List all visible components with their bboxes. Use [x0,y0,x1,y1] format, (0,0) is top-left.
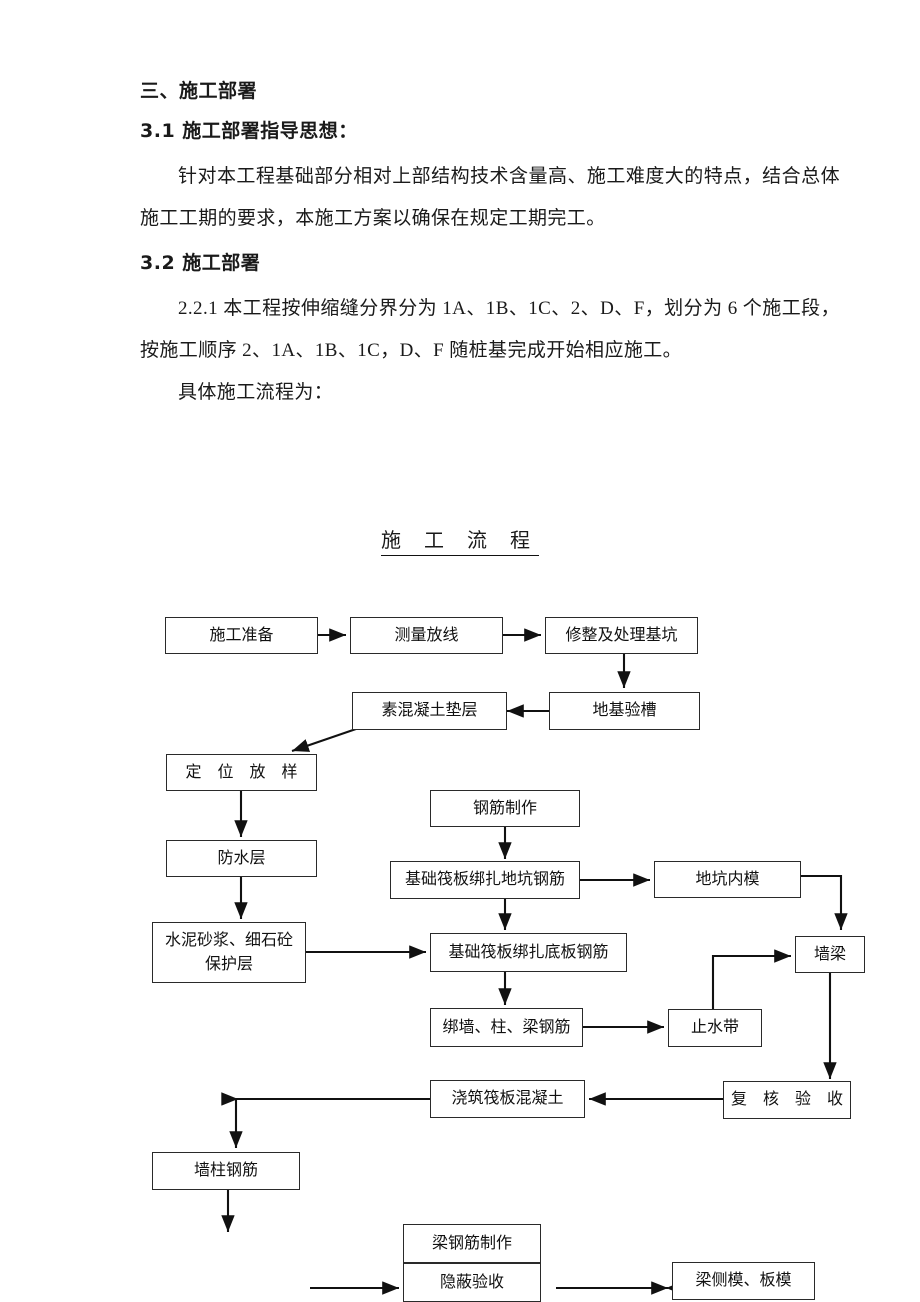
flow-node-construction-prep[interactable]: 施工准备 [165,617,318,654]
flow-node-mortar-protection-layer[interactable]: 水泥砂浆、细石砼 保护层 [152,922,306,983]
paragraph-1: 针对本工程基础部分相对上部结构技术含量高、施工难度大的特点，结合总体施工工期的要… [140,166,840,229]
flow-node-rebar-fabrication[interactable]: 钢筋制作 [430,790,580,827]
paragraph-2: 2.2.1 本工程按伸缩缝分界分为 1A、1B、1C、2、D、F，划分为 6 个… [140,298,840,361]
flow-node-positioning-setout[interactable]: 定 位 放 样 [166,754,317,791]
mortar-line-1: 水泥砂浆、细石砼 [164,931,293,949]
flow-node-waterstop[interactable]: 止水带 [668,1009,762,1047]
flow-node-foundation-inspection[interactable]: 地基验槽 [549,692,700,730]
flow-node-pour-raft-concrete[interactable]: 浇筑筏板混凝土 [430,1080,585,1118]
flow-node-tie-wall-column-beam-rebar[interactable]: 绑墙、柱、梁钢筋 [430,1008,583,1047]
flow-node-concealed-acceptance[interactable]: 隐蔽验收 [403,1263,541,1302]
flow-node-beam-rebar-fabrication[interactable]: 梁钢筋制作 [403,1224,541,1263]
flow-node-wall-beam[interactable]: 墙梁 [795,936,865,973]
flow-node-recheck-acceptance[interactable]: 复 核 验 收 [723,1081,851,1119]
subsection-heading-3-1: 3.1 施工部署指导思想： [140,120,358,142]
subsection-heading-3-2: 3.2 施工部署 [140,252,261,274]
flow-node-pit-treatment[interactable]: 修整及处理基坑 [545,617,698,654]
flow-node-wall-column-rebar[interactable]: 墙柱钢筋 [152,1152,300,1190]
paragraph-3: 具体施工流程为： [178,382,334,403]
mortar-line-2: 保护层 [204,955,253,973]
flow-node-beam-side-slab-formwork[interactable]: 梁侧模、板模 [672,1262,815,1300]
flowchart-title: 施 工 流 程 [0,524,920,556]
flow-node-raft-bottom-rebar[interactable]: 基础筏板绑扎底板钢筋 [430,933,627,972]
flow-node-survey-layout[interactable]: 测量放线 [350,617,503,654]
flow-node-plain-concrete-cushion[interactable]: 素混凝土垫层 [352,692,507,730]
flowchart-title-text: 施 工 流 程 [381,530,539,556]
flow-node-pit-inner-formwork[interactable]: 地坑内模 [654,861,801,898]
text-content: 三、施工部署 3.1 施工部署指导思想： 针对本工程基础部分相对上部结构技术含量… [140,78,840,414]
section-heading: 三、施工部署 [140,80,258,102]
flow-node-waterproof-layer[interactable]: 防水层 [166,840,317,877]
flow-node-raft-pit-rebar[interactable]: 基础筏板绑扎地坑钢筋 [390,861,580,899]
